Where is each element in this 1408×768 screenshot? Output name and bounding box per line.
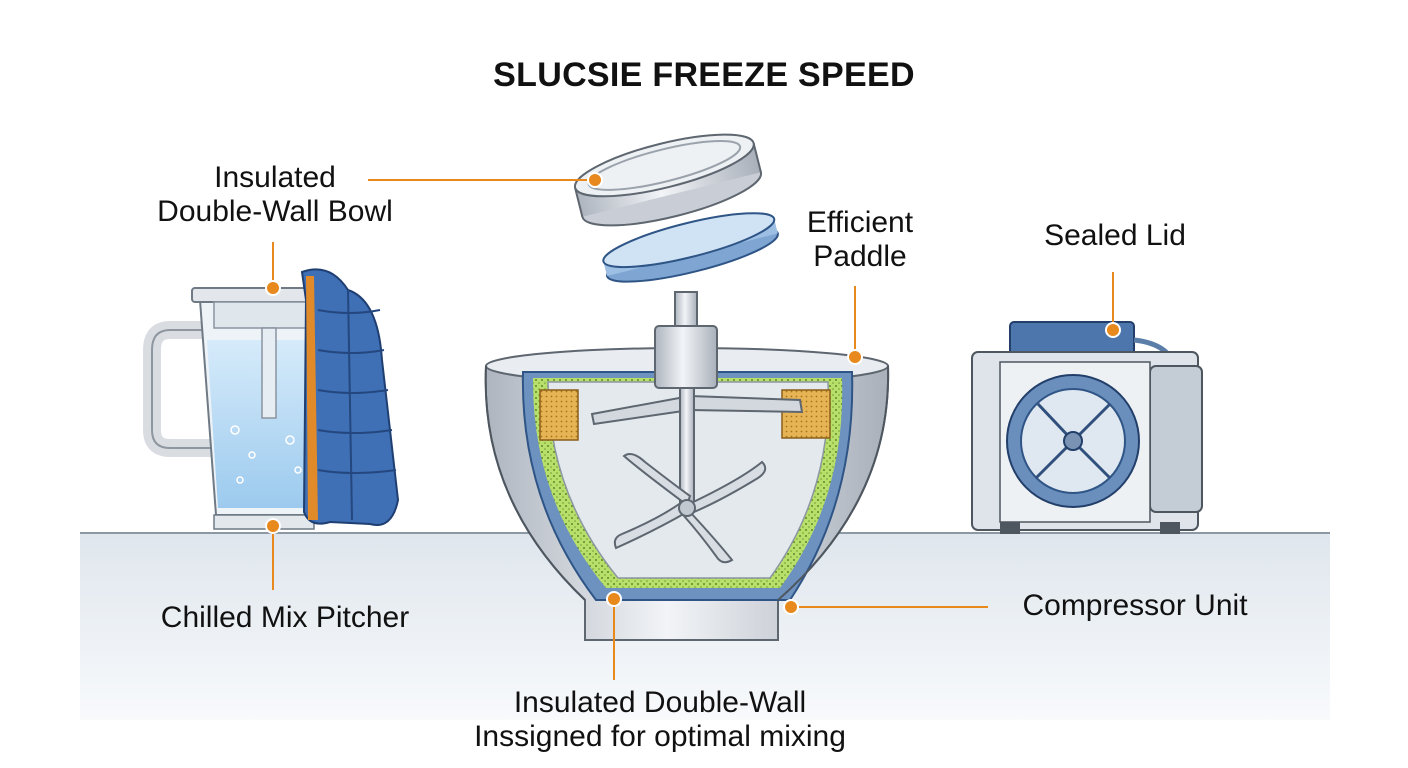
- callout-dots: [265, 172, 1121, 615]
- callout-lines: [272, 179, 1114, 680]
- label-insulated-bowl-line1: Insulated: [214, 161, 336, 194]
- label-efficient-paddle-line2: Paddle: [813, 240, 907, 273]
- label-sealed-lid: Sealed Lid: [1044, 219, 1186, 252]
- label-efficient-paddle: Efficient Paddle: [780, 206, 940, 274]
- label-chilled-mix-pitcher: Chilled Mix Pitcher: [160, 601, 410, 634]
- label-efficient-paddle-line1: Efficient: [806, 206, 914, 239]
- compressor-illustration: [971, 321, 1203, 534]
- label-insulated-double-wall: Insulated Double-Wall Inssigned for opti…: [440, 686, 880, 754]
- label-compressor-unit: Compressor Unit: [1022, 589, 1248, 622]
- label-insulated-bowl-line2: Double-Wall Bowl: [157, 195, 393, 228]
- pitcher-illustration: [143, 268, 400, 530]
- floating-lid-illustration: [573, 133, 779, 283]
- label-insulated-bowl: Insulated Double-Wall Bowl: [130, 161, 420, 229]
- label-insulated-double-wall-line1: Insulated Double-Wall: [513, 686, 807, 719]
- label-insulated-double-wall-line2: Inssigned for optimal mixing: [474, 720, 846, 753]
- diagram-title: SLUCSIE FREEZE SPEED: [493, 56, 915, 94]
- paddle-illustration: [590, 291, 804, 564]
